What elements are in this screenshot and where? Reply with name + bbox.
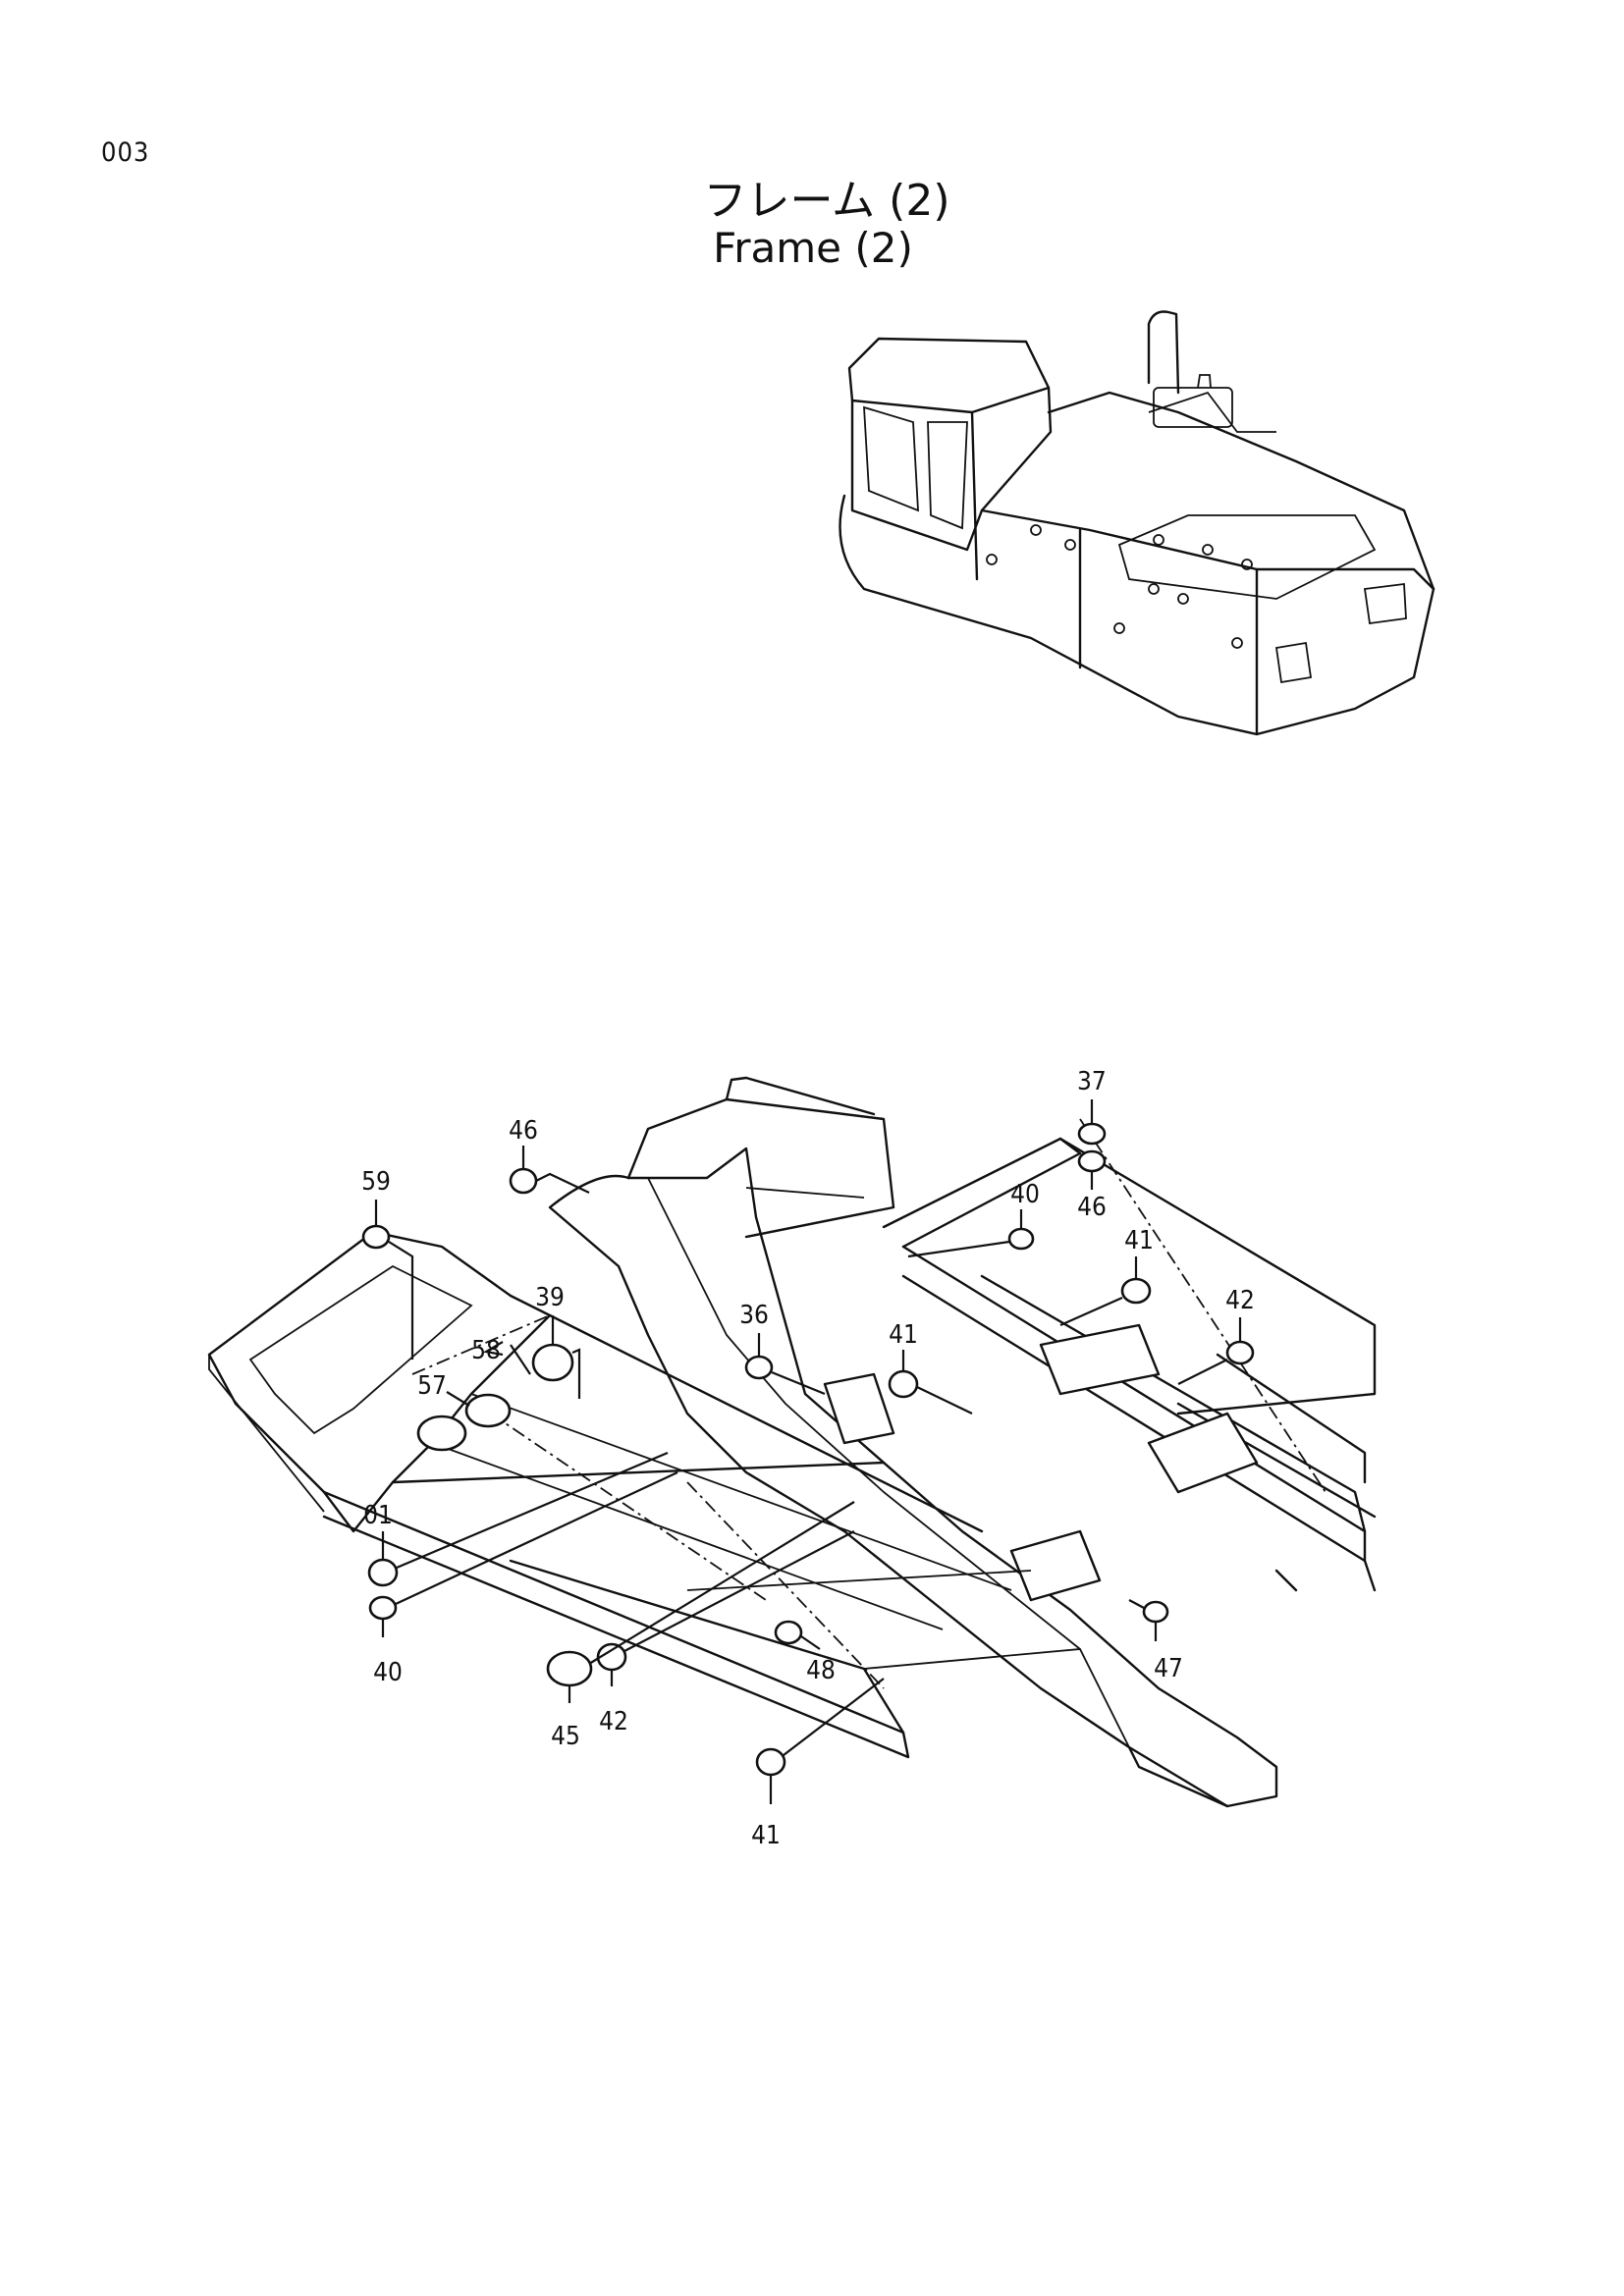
- callout-41-bottom: 41: [751, 1821, 781, 1850]
- callout-40-bottom: 40: [373, 1658, 403, 1687]
- part-39: [531, 1343, 574, 1382]
- upper-structure-outline: [839, 310, 1435, 736]
- page-number: 003: [101, 137, 150, 168]
- callout-48: 48: [806, 1656, 836, 1685]
- part-46b: [1077, 1149, 1107, 1173]
- callout-46-right: 46: [1077, 1193, 1107, 1222]
- title-english: Frame (2): [713, 224, 913, 272]
- part-42a: [1225, 1340, 1255, 1365]
- part-41a: [1120, 1277, 1152, 1305]
- part-48: [774, 1620, 803, 1645]
- part-57: [416, 1415, 467, 1452]
- part-40b: [368, 1595, 398, 1621]
- callout-01: 01: [363, 1501, 393, 1530]
- part-36: [744, 1355, 774, 1380]
- leader-lines: [374, 1099, 1242, 1804]
- part-45: [546, 1650, 593, 1687]
- part-37: [1077, 1122, 1107, 1146]
- title-japanese: フレーム (2): [703, 176, 950, 226]
- part-46a: [509, 1167, 538, 1195]
- callout-46-top: 46: [509, 1116, 538, 1146]
- part-40a: [1007, 1227, 1035, 1251]
- part-59: [361, 1224, 391, 1250]
- callout-41-center: 41: [889, 1320, 918, 1350]
- callout-58: 58: [471, 1336, 501, 1365]
- callout-41-right: 41: [1124, 1226, 1154, 1255]
- callout-40-top: 40: [1010, 1180, 1040, 1209]
- callout-42-bottom: 42: [599, 1707, 628, 1736]
- callout-36: 36: [739, 1301, 769, 1330]
- part-markers: [361, 1122, 1255, 1777]
- callout-45: 45: [551, 1722, 580, 1751]
- frame-assembly-drawing: [207, 1076, 1377, 1808]
- part-47: [1142, 1600, 1169, 1624]
- callout-labels: 37 46 46 59 40 41 42 39 58 57 36 41 01 4…: [361, 1067, 1255, 1850]
- part-58: [464, 1393, 512, 1428]
- callout-59: 59: [361, 1167, 391, 1197]
- callout-47: 47: [1154, 1654, 1183, 1683]
- callout-57: 57: [417, 1371, 447, 1401]
- callout-39: 39: [535, 1283, 565, 1312]
- callout-42-right: 42: [1225, 1286, 1255, 1315]
- part-41c: [755, 1747, 786, 1777]
- part-41b: [888, 1369, 919, 1399]
- part-01: [367, 1558, 399, 1587]
- callout-37: 37: [1077, 1067, 1107, 1096]
